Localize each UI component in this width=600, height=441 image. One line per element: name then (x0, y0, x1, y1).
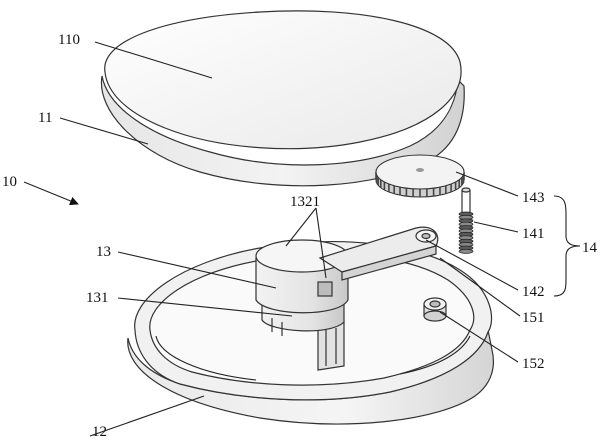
gear-hub (416, 168, 424, 172)
spring-coil (458, 249, 474, 254)
top-cover-face (104, 10, 462, 150)
label-13: 13 (96, 244, 111, 260)
label-142: 142 (522, 284, 545, 300)
label-143: 143 (522, 190, 545, 206)
post-152 (423, 297, 447, 322)
label-151: 151 (522, 310, 545, 326)
arm-151 (318, 226, 439, 281)
label-110: 110 (58, 32, 80, 48)
label-14: 14 (582, 240, 598, 256)
top-cover-side (100, 75, 465, 187)
leader-lines (23, 41, 581, 437)
labels: 110 11 10 1321 13 131 12 143 141 14 142 … (2, 32, 598, 440)
label-152: 152 (522, 356, 545, 372)
gear-143 (375, 154, 465, 198)
arrow-10 (23, 181, 79, 206)
spring-141 (458, 187, 474, 254)
label-1321: 1321 (290, 194, 320, 210)
label-10: 10 (2, 174, 17, 190)
label-12: 12 (92, 424, 107, 440)
label-131: 131 (86, 290, 109, 306)
top-cover (100, 10, 465, 187)
label-11: 11 (38, 110, 52, 126)
label-141: 141 (522, 226, 545, 242)
